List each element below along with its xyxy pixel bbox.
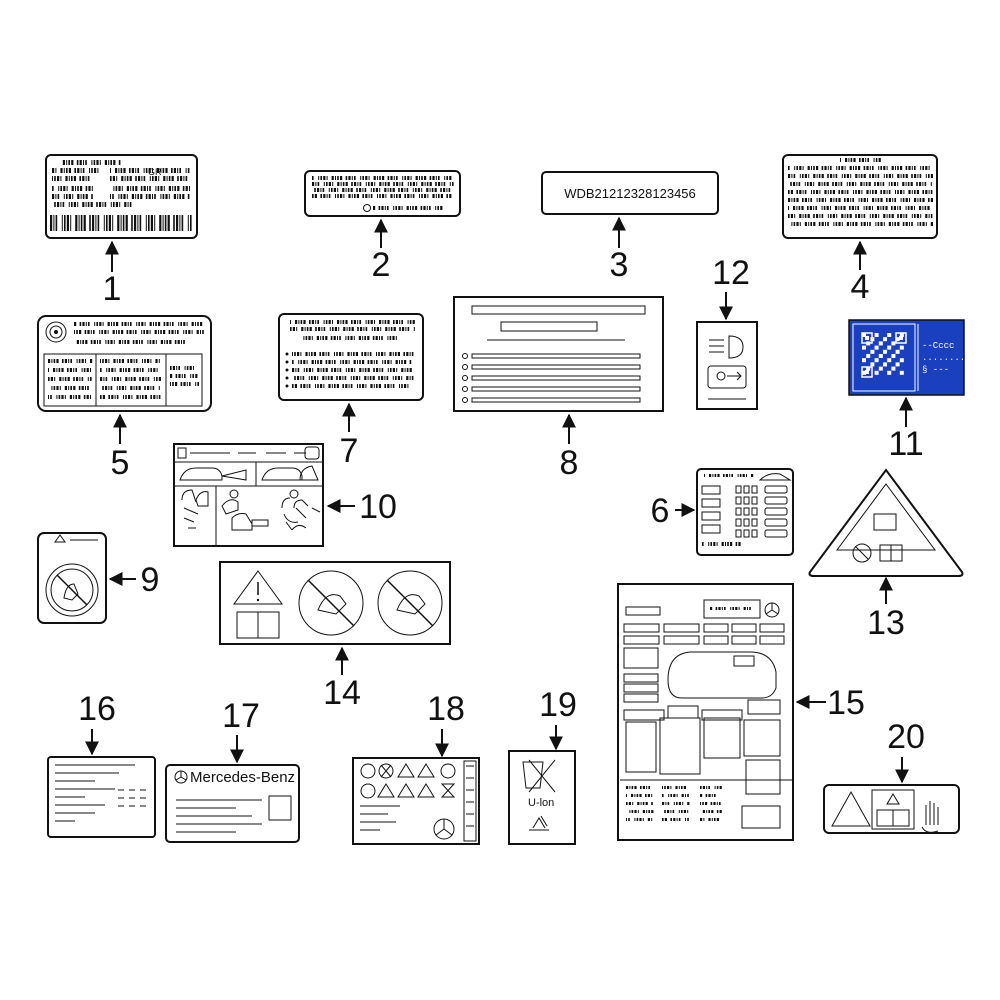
label-10-airbag[interactable] [173,443,324,547]
qr-code-icon [861,332,907,378]
callout-12: 12 [712,254,750,292]
label-16[interactable] [47,756,156,838]
label-13-warning-triangle[interactable] [808,468,964,577]
label-9-child-seat[interactable] [37,532,107,624]
callout-3: 3 [610,246,629,284]
callout-16: 16 [78,690,116,728]
callout-14: 14 [323,674,361,712]
label-11-text-1: --Cccc [922,341,954,351]
recycle-text: U-lon [528,797,554,809]
callout-11: 11 [888,425,923,463]
callout-2: 2 [372,246,391,284]
callout-17: 17 [222,697,260,735]
callout-10: 10 [359,488,397,526]
callout-6: 6 [651,492,670,530]
label-11-qr[interactable]: --Cccc ........ § --- [848,319,965,396]
label-20-warning[interactable] [823,784,960,834]
callout-13: 13 [867,604,905,642]
vin-text: WDB21212328123456 [564,186,696,201]
label-14-airbag-warning[interactable] [219,561,451,645]
callout-9: 9 [141,561,160,599]
label-12-headlamp[interactable] [696,321,758,410]
label-5-tire[interactable] [37,315,212,412]
label-18-symbols[interactable] [352,757,480,845]
callout-18: 18 [427,690,465,728]
label-4[interactable] [782,154,938,239]
brand-text: Mercedes-Benz [190,769,295,786]
label-15-emission[interactable] [617,583,794,841]
label-17-brand[interactable]: Mercedes-Benz [165,764,300,843]
label-7[interactable] [278,313,424,401]
callout-1: 1 [103,270,122,308]
callout-19: 19 [539,686,577,724]
callout-5: 5 [111,444,130,482]
label-19-recycle[interactable]: U-lon [508,750,576,845]
label-6-fuse[interactable] [696,468,794,556]
label-8[interactable] [453,296,664,412]
label-1[interactable]: GR [45,154,198,239]
callout-20: 20 [887,718,925,756]
label-3-vin[interactable]: WDB21212328123456 [541,171,719,215]
callout-15: 15 [827,684,865,722]
label-2[interactable] [304,170,461,217]
label-11-text-3: § --- [922,365,949,375]
callout-7: 7 [340,432,359,470]
label-1-logo: GR [148,167,162,177]
callout-4: 4 [851,268,870,306]
callout-8: 8 [560,444,579,482]
label-11-text-2: ........ [922,353,965,363]
